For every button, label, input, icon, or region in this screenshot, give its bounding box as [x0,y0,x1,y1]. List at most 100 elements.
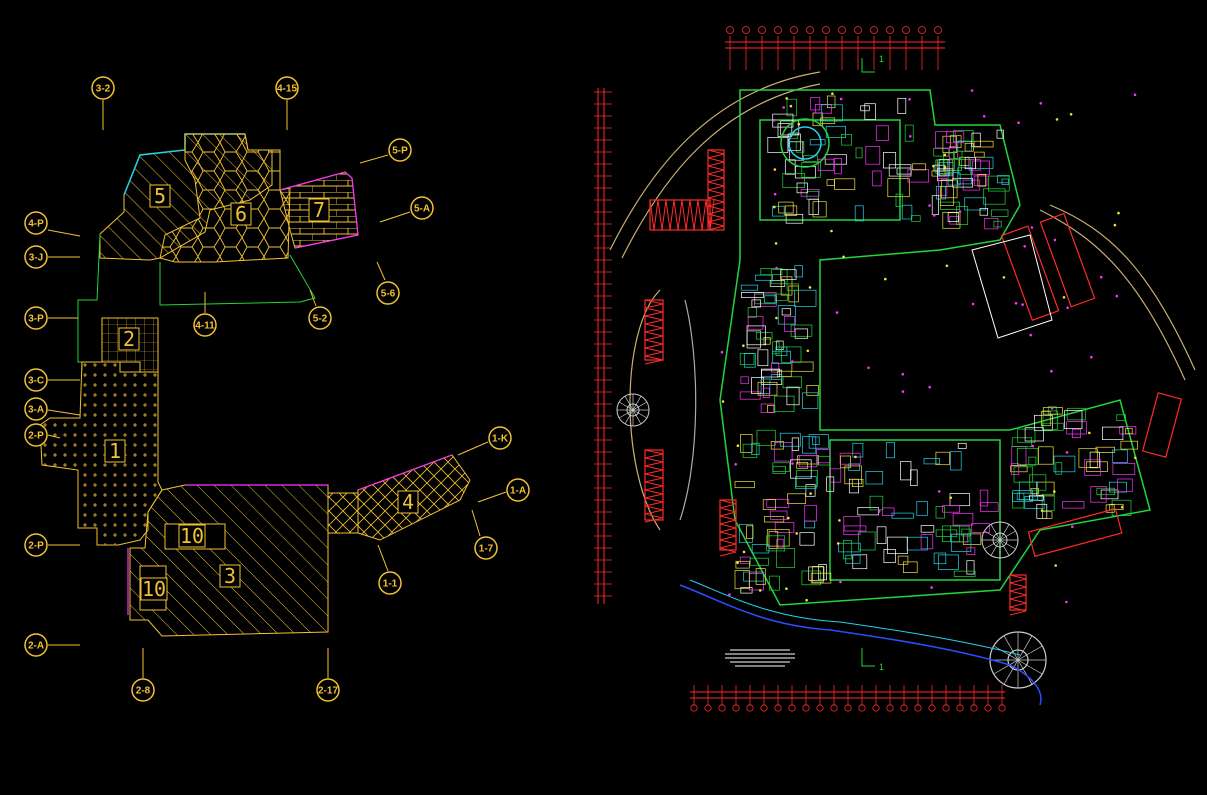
room-cell [766,535,786,552]
room-cell [971,523,990,533]
room-cell [766,498,790,508]
room-cell [767,405,776,413]
room-cell [935,159,948,174]
plaza-spoke [632,401,648,411]
courtyard [971,234,1053,339]
grid-bubble [24,368,48,392]
plaza-spoke [618,409,634,419]
zone-number: 6 [235,202,247,226]
marker-dot [1117,211,1120,215]
room-cell [786,386,800,406]
room-cell [791,361,814,372]
room-cell [798,455,818,468]
marker-dot [830,229,833,233]
grid-tick-bubble [942,704,950,712]
room-cell [872,170,882,187]
room-cell [938,177,948,196]
plaza-spoke [624,409,634,425]
zone-label-box [308,198,330,222]
marker-dot [1017,121,1020,124]
room-cell [906,536,928,551]
room-cell [1013,466,1034,483]
room-cell [812,436,820,445]
marker-dot [773,205,776,209]
marker-dot [908,98,911,101]
room-cell [787,133,801,151]
marker-dot [982,115,986,118]
room-cell [957,140,972,152]
room-cell [966,560,975,575]
plaza-spoke [632,395,642,411]
room-cell [920,534,934,550]
room-cell [776,538,784,549]
grid-bubble-label: 3-J [29,253,43,264]
room-cell [820,117,836,124]
grid-bubble-label: 1-1 [383,579,398,590]
marker-dot [774,242,778,245]
marker-dot [1054,564,1057,567]
bottom-grid-line [690,691,1005,699]
marker-dot [791,360,794,363]
leader-line [47,409,81,416]
room-cell [808,566,825,581]
marker-dot [867,366,870,370]
marker-dot [742,344,745,348]
room-cell [774,395,795,412]
room-cell [923,458,940,465]
room-cell [776,370,792,377]
zone-number: 4 [402,490,414,514]
marker-dot [1039,102,1043,105]
room-cell [743,353,756,368]
grid-tick-bubble [806,26,814,34]
room-cell [776,548,796,568]
room-cell [1112,449,1128,463]
room-cell [845,554,861,564]
room-cell [770,510,788,520]
room-cell [757,349,769,367]
grid-bubble-label: 2-8 [136,686,151,697]
grid-bubble-label: 4-P [28,219,44,230]
room-cell [1012,490,1033,502]
plaza-spoke [993,645,1019,661]
room-cell [760,378,771,394]
grid-tick-bubble [822,26,830,34]
room-cell [979,489,989,507]
room-cell [830,468,842,483]
marker-dot [949,496,952,500]
room-cell [942,505,960,513]
parking-hatch [644,449,664,523]
room-cell [904,124,914,142]
marker-dot [1134,456,1137,460]
room-cell [1042,511,1053,519]
room-cell [973,175,988,186]
room-cell [763,337,771,345]
room-cell [782,173,805,188]
grid-bubble-label: 1-7 [479,544,494,555]
grid-tick-bubble [704,704,712,712]
room-cell [772,462,790,472]
parking-hatch [707,149,725,231]
room-cell [795,166,816,179]
room-cell [937,554,959,570]
grid-bubble-label: 5-6 [381,289,396,300]
room-cell [957,167,972,185]
room-cell [1011,463,1020,475]
grid-bubble-label: 1-K [492,434,509,445]
room-cell [781,346,802,363]
room-cell [942,135,957,153]
marker-dot [854,455,857,459]
parking-hatch [1009,574,1027,616]
marker-dot [937,490,941,493]
room-cell [939,201,960,210]
room-cell [751,442,760,455]
room-cell [1029,494,1044,501]
section-mark-top [861,58,875,73]
room-cell [901,204,913,220]
room-cell [1041,493,1055,511]
room-cell [767,137,789,153]
room-cell [961,528,971,537]
marker-dot [1121,505,1124,509]
room-cell [857,531,876,551]
marker-dot [772,119,776,122]
